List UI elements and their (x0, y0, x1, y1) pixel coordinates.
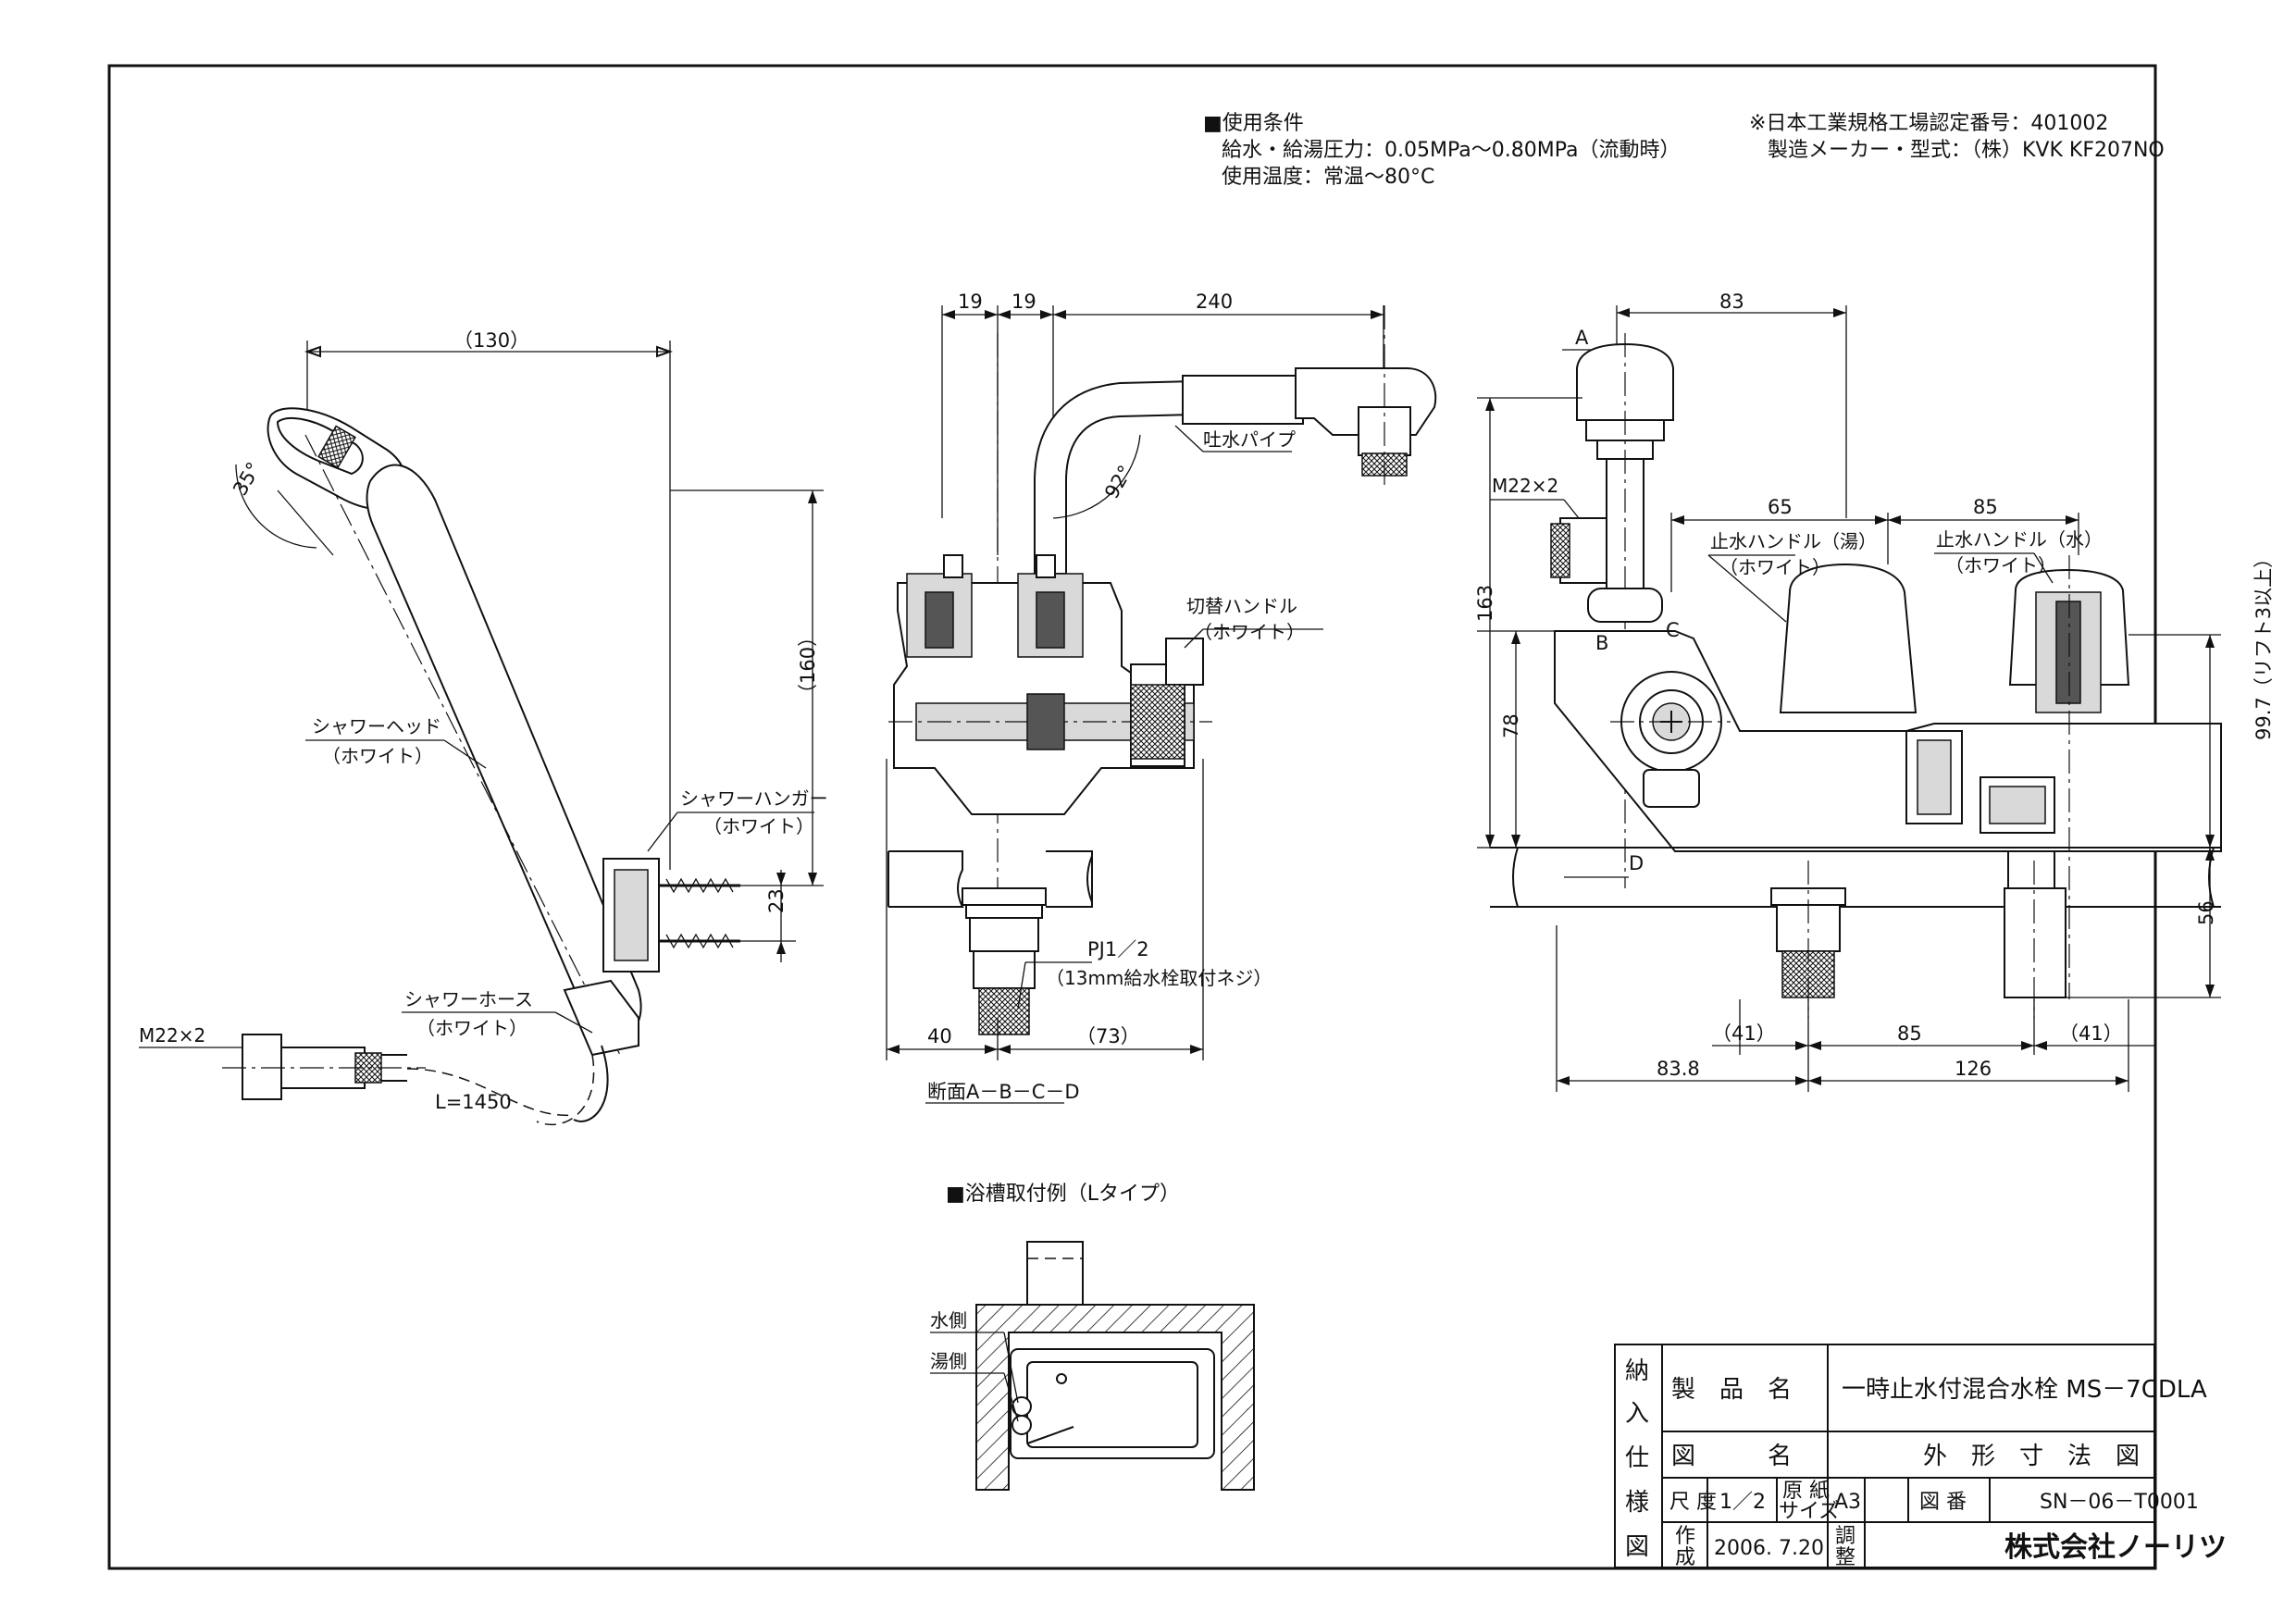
label-cold-handle: 止水ハンドル（水） (1936, 528, 2103, 551)
label-hot-side: 湯側 (930, 1350, 967, 1372)
label-hot-handle-color: （ホワイト） (1719, 556, 1831, 578)
dim-240: 240 (1196, 291, 1233, 313)
conditions-block: ■使用条件 給水・給湯圧力：0.05MPa～0.80MPa（流動時） 使用温度：… (1203, 112, 1680, 189)
drawing-name-label: 図 名 (1671, 1443, 1792, 1470)
angle-35: 35° (229, 458, 265, 499)
label-water-side: 水側 (930, 1309, 967, 1332)
dim-99-7: 99.7（リフト3以上） (2253, 549, 2275, 740)
paper-size-label-2: サイズ (1779, 1500, 1839, 1523)
title-vertical-3: 仕 (1625, 1444, 1649, 1472)
dim-41b: （41） (2059, 1022, 2123, 1045)
shower-view: （130） 35° （160） 23 シャ (139, 329, 828, 1126)
paper-size-value: A3 (1834, 1491, 1861, 1514)
label-shower-hanger: シャワーハンガー (680, 787, 828, 810)
title-vertical-1: 納 (1625, 1357, 1649, 1385)
company-name: 株式会社ノーリツ (2004, 1531, 2227, 1564)
dim-19b: 19 (1011, 291, 1036, 313)
install-example: ■浴槽取付例（Lタイプ） 水側 湯側 (930, 1183, 1255, 1491)
title-vertical-4: 様 (1625, 1489, 1649, 1517)
label-hot-handle: 止水ハンドル（湯） (1710, 530, 1877, 552)
dim-40: 40 (927, 1025, 952, 1047)
dim-56: 56 (2195, 900, 2217, 925)
check-label-1: 調 (1835, 1525, 1855, 1548)
label-m22-front: M22×2 (1492, 475, 1558, 497)
hose-length: L=1450 (435, 1091, 512, 1113)
dim-23: 23 (765, 888, 788, 913)
label-shower-hose-color: （ホワイト） (416, 1017, 527, 1039)
drawing-name: 外 形 寸 法 図 (1923, 1443, 2140, 1470)
check-label-2: 整 (1835, 1546, 1855, 1569)
spout-pipe (1034, 379, 1195, 575)
title-vertical-5: 図 (1625, 1533, 1649, 1561)
jis-number: ※日本工業規格工場認定番号：401002 (1749, 112, 2108, 135)
label-m22-left: M22×2 (139, 1024, 205, 1047)
label-pj-note: （13mm給水栓取付ネジ） (1046, 967, 1272, 989)
label-shower-head: シャワーヘッド (312, 715, 441, 737)
label-switch-handle-color: （ホワイト） (1194, 621, 1305, 643)
made-date: 2006. 7.20 (1714, 1537, 1824, 1560)
dim-73: （73） (1076, 1025, 1140, 1047)
hot-handle (1779, 563, 1917, 713)
section-caption: 断面A－B－C－D (927, 1081, 1080, 1103)
dim-160: （160） (797, 627, 819, 703)
label-shower-hanger-color: （ホワイト） (703, 815, 814, 837)
drawing-number: SN－06－T0001 (2040, 1491, 2199, 1514)
label-shower-hose: シャワーホース (404, 988, 533, 1010)
conditions-title: ■使用条件 (1203, 112, 1304, 135)
certification-block: ※日本工業規格工場認定番号：401002 製造メーカー・型式：（株）KVK KF… (1749, 112, 2165, 162)
dim-163: 163 (1474, 585, 1496, 622)
front-view: 83 A M22×2 B C 止水ハンドル（湯） (1474, 291, 2275, 1092)
label-pj: PJ1／2 (1087, 938, 1149, 960)
title-block: 納 入 仕 様 図 製 品 名 一時止水付混合水栓 MS－7CDLA 図 名 外… (1614, 1344, 2227, 1569)
section-mark-b: B (1595, 632, 1608, 654)
scale-value: 1／2 (1719, 1491, 1766, 1514)
dim-85-top: 85 (1973, 496, 1998, 518)
dim-126: 126 (1955, 1058, 1992, 1080)
label-shower-head-color: （ホワイト） (322, 745, 433, 767)
paper-size-label-1: 原 紙 (1782, 1480, 1830, 1503)
made-label-2: 成 (1675, 1546, 1695, 1569)
product-name-label: 製 品 名 (1671, 1376, 1792, 1404)
dim-41a: （41） (1712, 1022, 1776, 1045)
scale-label: 尺 度 (1669, 1491, 1717, 1514)
section-mark-c: C (1666, 619, 1680, 641)
dim-83-8: 83.8 (1657, 1058, 1700, 1080)
dim-19a: 19 (958, 291, 983, 313)
label-cold-handle-color: （ホワイト） (1945, 554, 2056, 576)
label-spout-pipe: 吐水パイプ (1203, 428, 1296, 451)
dim-85-bottom: 85 (1897, 1022, 1922, 1045)
made-label-1: 作 (1675, 1525, 1695, 1548)
dim-78: 78 (1500, 713, 1522, 738)
dim-65: 65 (1768, 496, 1793, 518)
label-switch-handle: 切替ハンドル (1186, 595, 1297, 617)
dim-130: （130） (453, 329, 529, 352)
title-vertical-2: 入 (1625, 1400, 1649, 1428)
drawing-number-label: 図 番 (1919, 1491, 1967, 1514)
maker-model: 製造メーカー・型式：（株）KVK KF207NO (1768, 139, 2165, 162)
conditions-temperature: 使用温度：常温～80°C (1222, 166, 1434, 189)
product-name: 一時止水付混合水栓 MS－7CDLA (1842, 1376, 2207, 1404)
section-mark-d: D (1629, 852, 1644, 874)
section-mark-a: A (1575, 327, 1589, 349)
dim-83: 83 (1719, 291, 1744, 313)
install-title: ■浴槽取付例（Lタイプ） (946, 1183, 1180, 1206)
section-view: 19 19 240 92° 吐水パイプ 切替ハンドル （ホワイト） (886, 291, 1437, 1104)
conditions-pressure: 給水・給湯圧力：0.05MPa～0.80MPa（流動時） (1222, 139, 1680, 162)
